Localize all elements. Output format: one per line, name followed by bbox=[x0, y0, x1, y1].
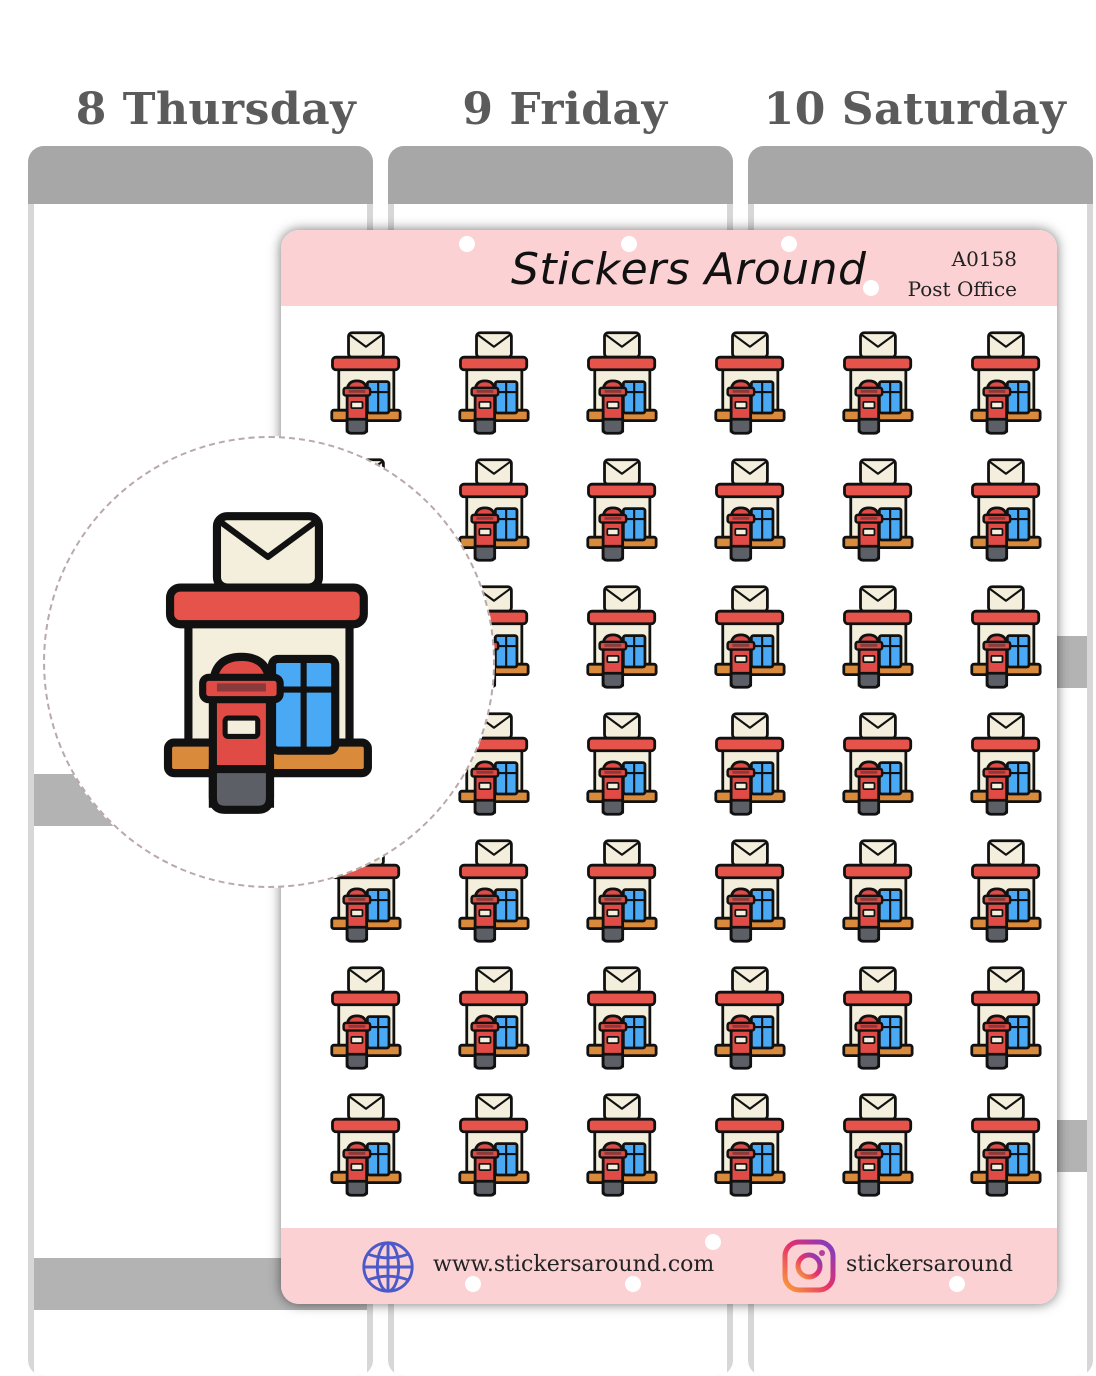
post-office-icon bbox=[842, 966, 914, 1070]
post-office-icon bbox=[330, 966, 402, 1070]
post-office-icon bbox=[970, 331, 1042, 435]
sticker-item bbox=[559, 711, 687, 838]
sticker-item bbox=[303, 965, 431, 1092]
sticker-item bbox=[687, 457, 815, 584]
sticker-item bbox=[943, 1092, 1057, 1219]
sticker-item bbox=[687, 1092, 815, 1219]
product-code: A0158 bbox=[951, 247, 1017, 271]
post-office-icon bbox=[970, 1093, 1042, 1197]
sticker-item bbox=[559, 457, 687, 584]
post-office-icon bbox=[586, 712, 658, 816]
day-title-thursday: 8 Thursday bbox=[75, 84, 357, 135]
post-office-icon bbox=[586, 839, 658, 943]
sticker-item bbox=[815, 838, 943, 965]
sticker-item bbox=[431, 1092, 559, 1219]
post-office-icon bbox=[458, 839, 530, 943]
post-office-icon bbox=[458, 1093, 530, 1197]
post-office-icon bbox=[842, 331, 914, 435]
post-office-icon bbox=[842, 458, 914, 562]
sticker-item bbox=[943, 711, 1057, 838]
post-office-icon bbox=[714, 712, 786, 816]
post-office-icon bbox=[970, 839, 1042, 943]
post-office-icon bbox=[970, 585, 1042, 689]
post-office-icon bbox=[714, 1093, 786, 1197]
sticker-item bbox=[559, 584, 687, 711]
post-office-icon bbox=[842, 1093, 914, 1197]
sticker-item bbox=[431, 965, 559, 1092]
post-office-icon bbox=[714, 966, 786, 1070]
sticker-item bbox=[815, 1092, 943, 1219]
post-office-icon bbox=[330, 331, 402, 435]
brand-logo: Stickers Around bbox=[511, 244, 867, 295]
sticker-item bbox=[943, 457, 1057, 584]
post-office-icon bbox=[842, 839, 914, 943]
post-office-icon bbox=[714, 839, 786, 943]
day-title-friday: 9 Friday bbox=[462, 84, 668, 135]
day-title-saturday: 10 Saturday bbox=[763, 84, 1067, 135]
sticker-item bbox=[559, 838, 687, 965]
zoomed-sticker-preview bbox=[43, 436, 495, 888]
sticker-item bbox=[431, 330, 559, 457]
instagram-handle[interactable]: stickersaround bbox=[846, 1252, 1013, 1277]
post-office-icon bbox=[458, 331, 530, 435]
post-office-icon bbox=[970, 458, 1042, 562]
post-office-icon bbox=[586, 1093, 658, 1197]
post-office-icon bbox=[139, 508, 403, 818]
sticker-item bbox=[431, 838, 559, 965]
post-office-icon bbox=[970, 966, 1042, 1070]
instagram-icon bbox=[782, 1239, 836, 1293]
sticker-item bbox=[303, 1092, 431, 1219]
post-office-icon bbox=[714, 331, 786, 435]
sticker-item bbox=[687, 584, 815, 711]
post-office-icon bbox=[458, 966, 530, 1070]
sticker-item bbox=[815, 965, 943, 1092]
sticker-item bbox=[943, 584, 1057, 711]
product-name: Post Office bbox=[907, 277, 1017, 301]
post-office-icon bbox=[586, 458, 658, 562]
post-office-icon bbox=[586, 966, 658, 1070]
sticker-item bbox=[559, 1092, 687, 1219]
sticker-item bbox=[943, 838, 1057, 965]
sticker-item bbox=[815, 711, 943, 838]
website-link[interactable]: www.stickersaround.com bbox=[433, 1252, 715, 1277]
sticker-item bbox=[559, 965, 687, 1092]
sticker-item bbox=[559, 330, 687, 457]
sticker-item bbox=[943, 965, 1057, 1092]
post-office-icon bbox=[970, 712, 1042, 816]
sticker-item bbox=[687, 965, 815, 1092]
post-office-icon bbox=[586, 585, 658, 689]
post-office-icon bbox=[330, 1093, 402, 1197]
sheet-footer: www.stickersaround.com stickersaround bbox=[281, 1228, 1057, 1304]
sheet-header: Stickers Around A0158 Post Office bbox=[281, 230, 1057, 306]
sticker-item bbox=[815, 457, 943, 584]
sticker-item bbox=[303, 330, 431, 457]
sticker-item bbox=[815, 584, 943, 711]
post-office-icon bbox=[586, 331, 658, 435]
post-office-icon bbox=[842, 712, 914, 816]
sticker-item bbox=[687, 711, 815, 838]
sticker-item bbox=[687, 838, 815, 965]
product-code-block: A0158 Post Office bbox=[877, 244, 1017, 304]
post-office-icon bbox=[842, 585, 914, 689]
sticker-item bbox=[687, 330, 815, 457]
post-office-icon bbox=[714, 585, 786, 689]
post-office-icon bbox=[714, 458, 786, 562]
sticker-item bbox=[815, 330, 943, 457]
sticker-item bbox=[943, 330, 1057, 457]
globe-icon bbox=[362, 1241, 414, 1293]
